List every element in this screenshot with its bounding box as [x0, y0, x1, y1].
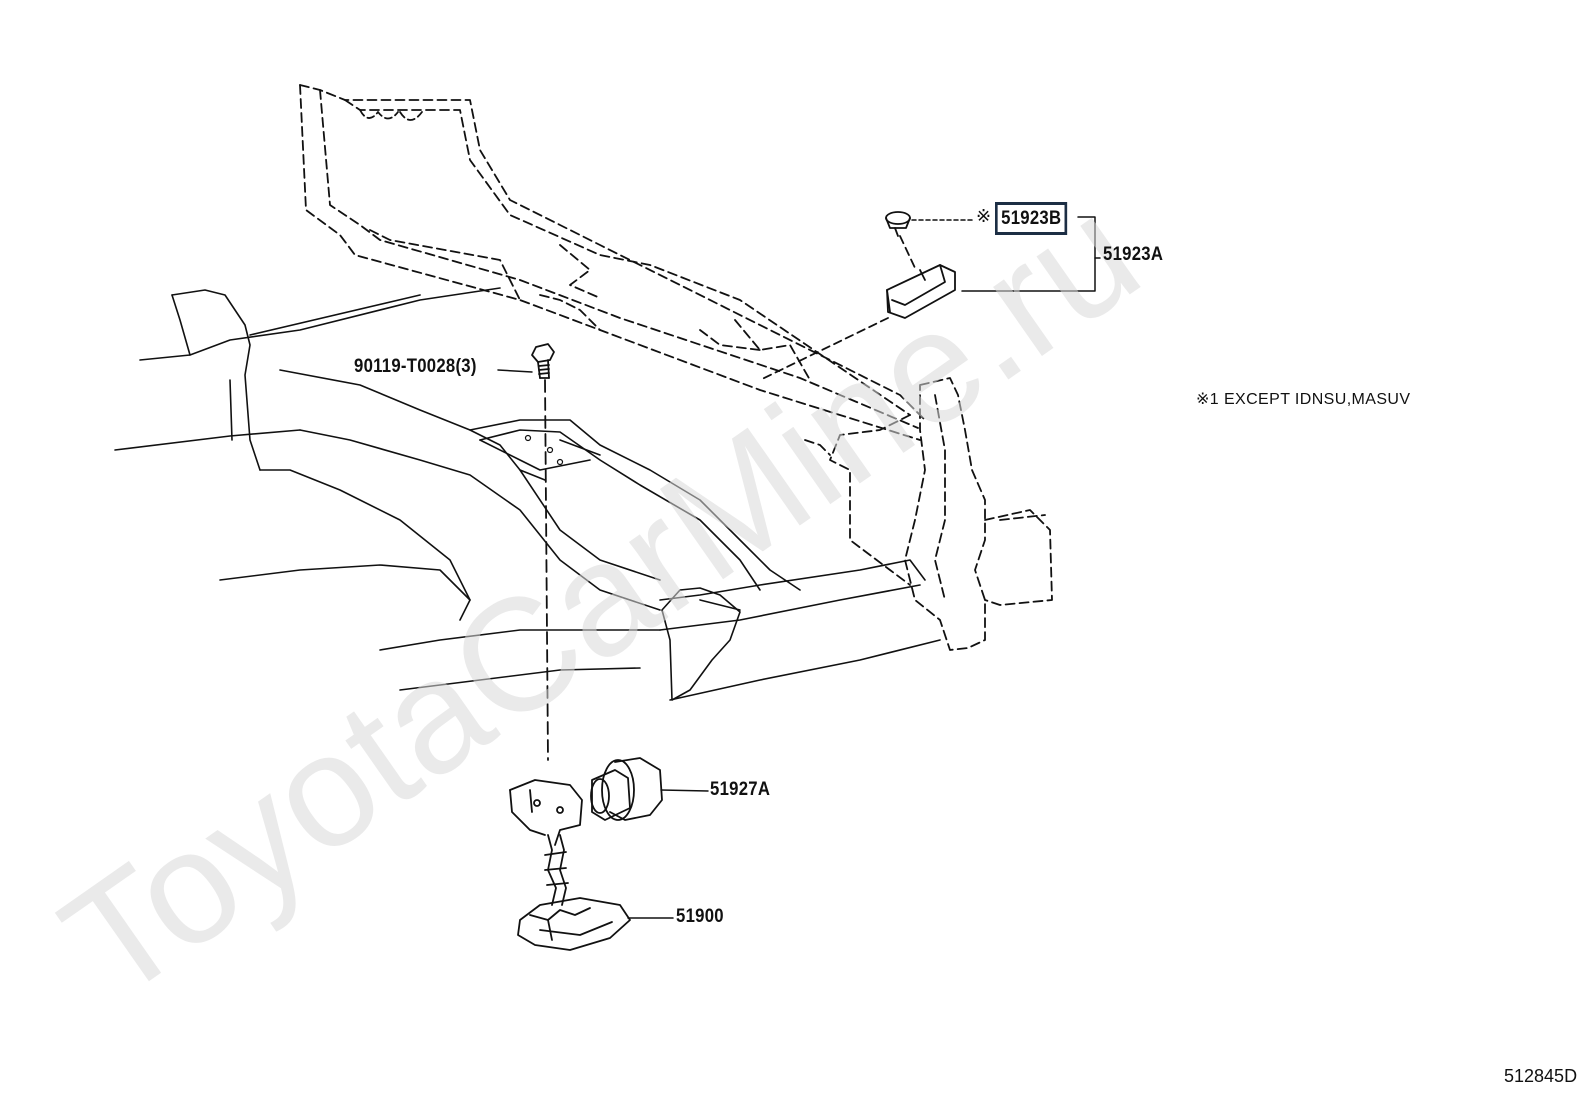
diagram-code: 512845D [1504, 1066, 1578, 1086]
rear-pillar [904, 377, 1053, 651]
chassis-frame [114, 287, 941, 701]
rail-holes [359, 109, 423, 121]
bolt-part [531, 343, 555, 379]
carrier-part [509, 779, 631, 951]
frame-rivets [524, 434, 564, 466]
bracket-guide-lines [759, 235, 916, 381]
holder-cap-part [590, 757, 663, 821]
bracket-part [886, 264, 956, 319]
footnote: ※1 EXCEPT IDNSU,MASUV [1196, 391, 1411, 408]
callout-51900[interactable]: 51900 [676, 906, 724, 927]
clip-part [885, 211, 911, 237]
callout-51923A[interactable]: 51923A [1103, 244, 1164, 265]
body-floor-rail [299, 84, 926, 586]
clip-b-mark: ※ [976, 206, 992, 227]
bolt-guide-line [544, 379, 549, 761]
callout-51927A[interactable]: 51927A [710, 779, 771, 800]
leader-lines [497, 216, 1101, 919]
callout-51923B[interactable]: 51923B [995, 202, 1068, 235]
callout-90119-T0028[interactable]: 90119-T0028(3) [354, 356, 477, 377]
